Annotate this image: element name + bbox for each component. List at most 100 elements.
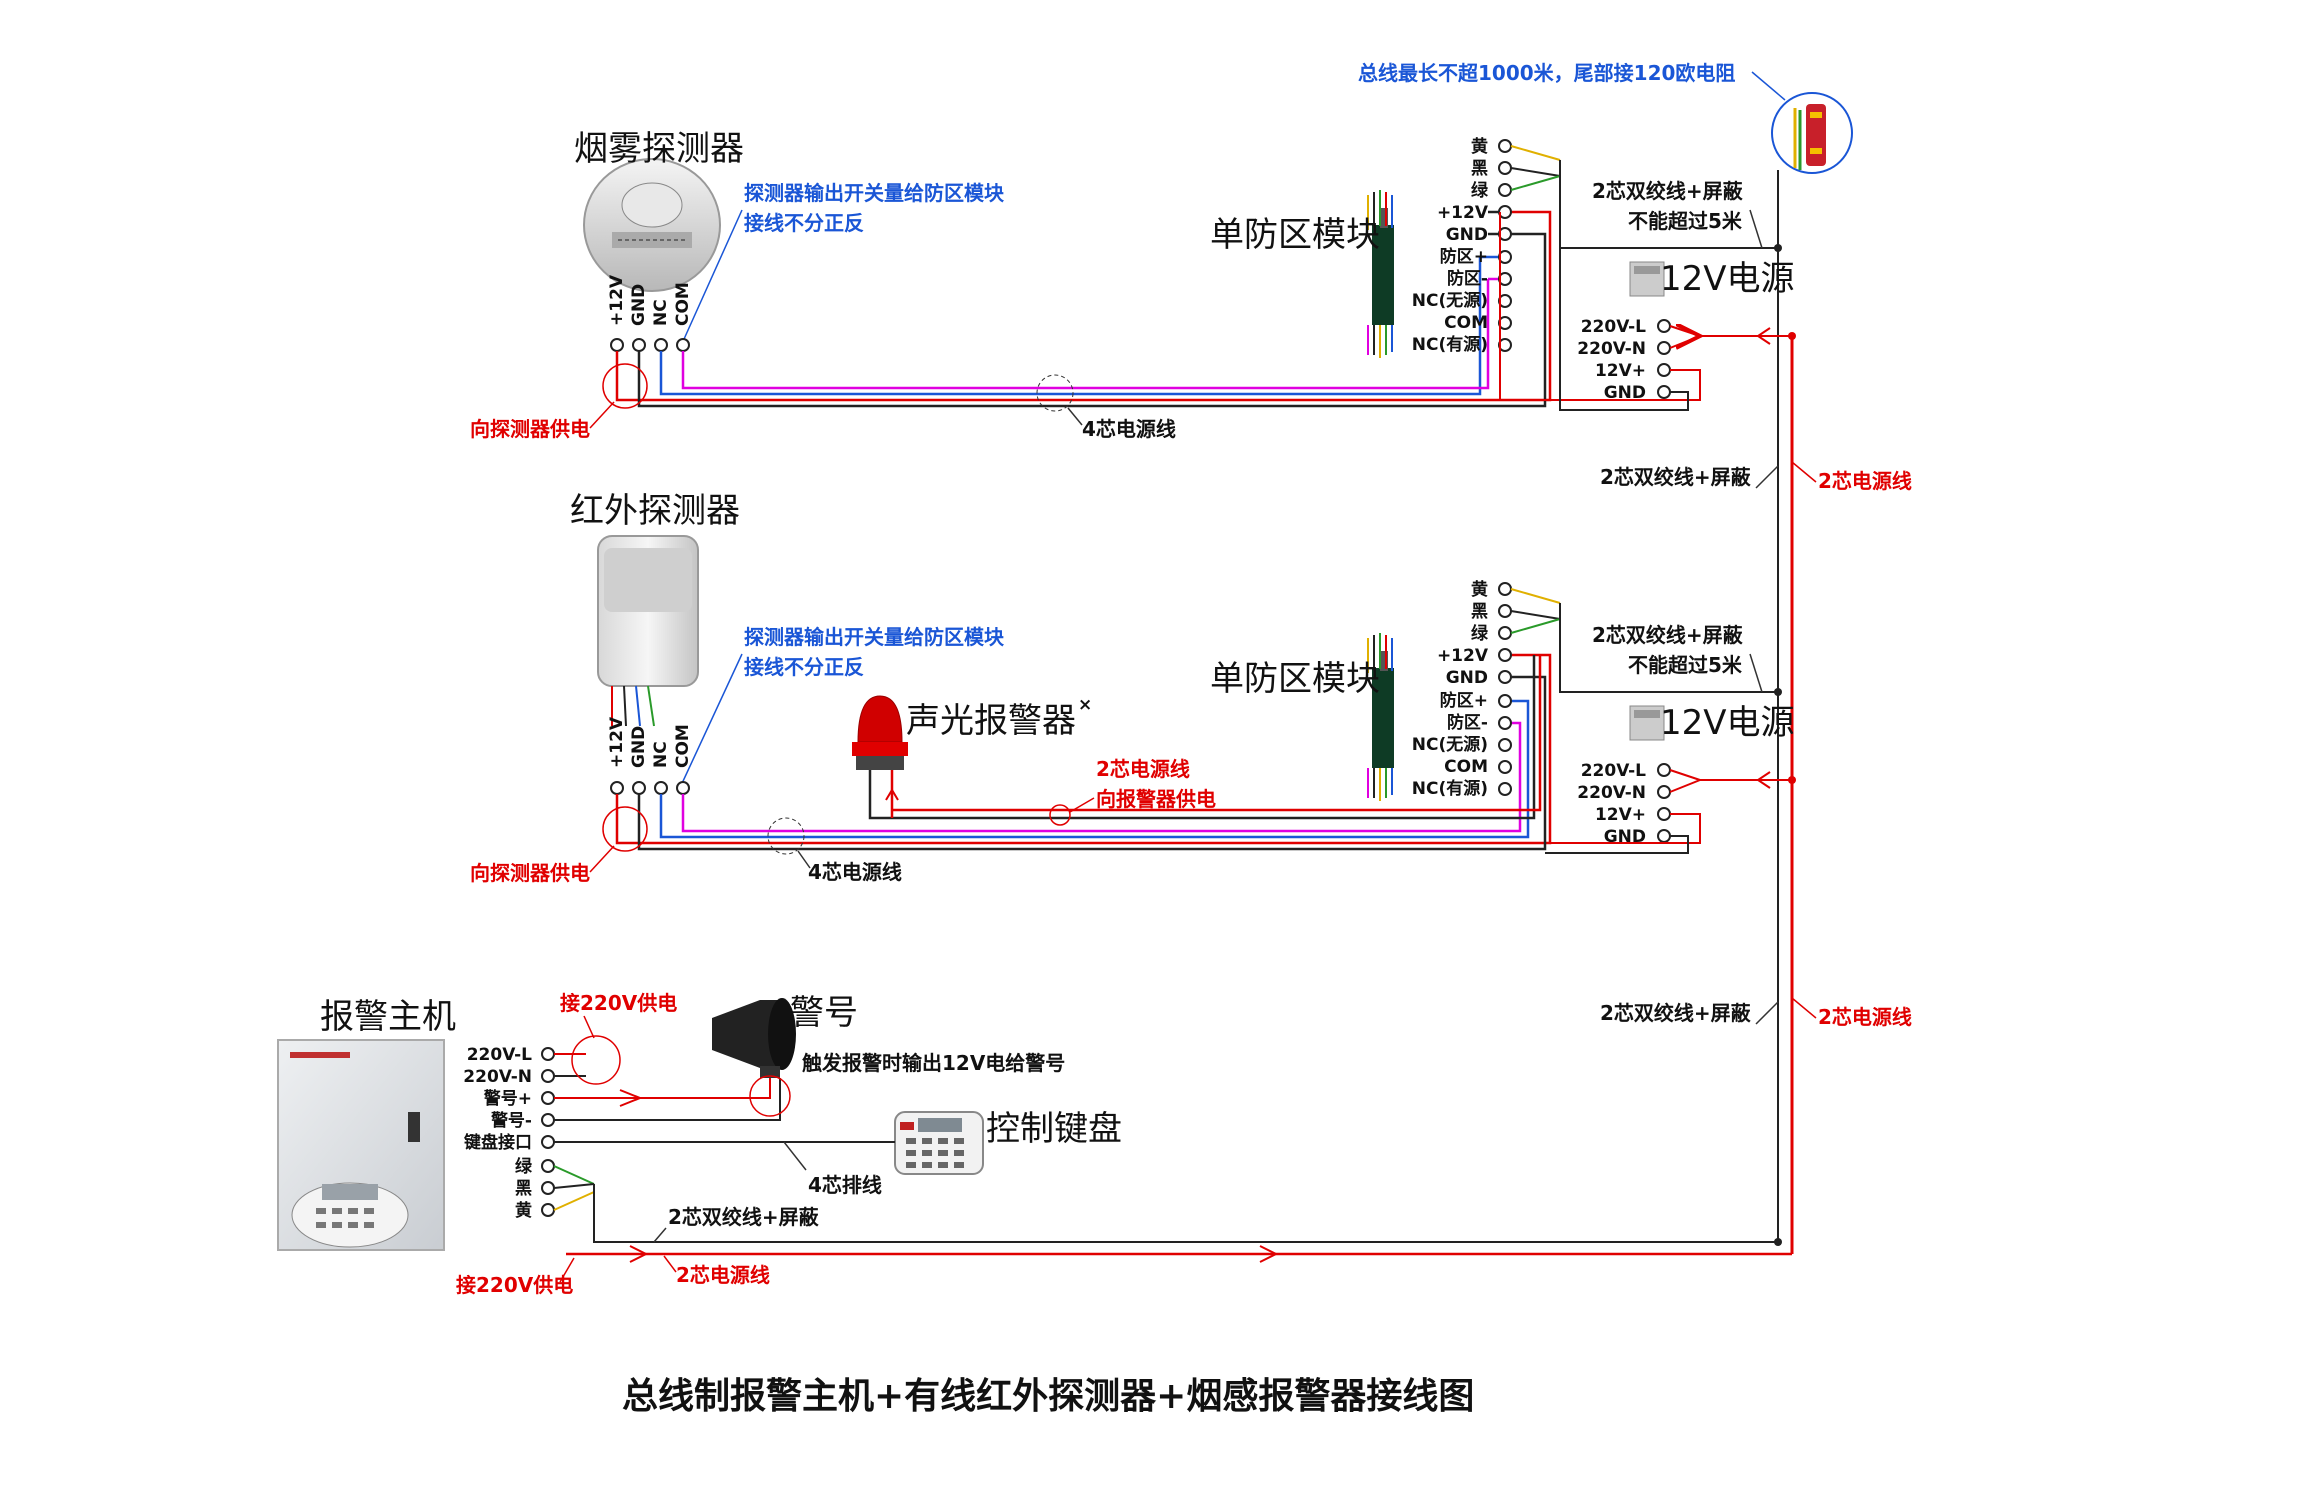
svg-text:防区-: 防区-	[1447, 712, 1488, 733]
svg-text:220V-L: 220V-L	[1581, 317, 1646, 337]
svg-text:12V+: 12V+	[1595, 805, 1646, 825]
svg-text:GND: GND	[629, 284, 649, 326]
pir-supply-label: 向探测器供电	[470, 861, 590, 885]
svg-text:220V-L: 220V-L	[467, 1045, 532, 1065]
svg-text:NC(有源): NC(有源)	[1412, 778, 1488, 799]
svg-text:防区-: 防区-	[1447, 268, 1488, 289]
strobe-label: 声光报警器	[906, 701, 1076, 741]
smoke-label: 烟雾探测器	[574, 129, 744, 169]
end-resistor-icon	[1771, 92, 1853, 174]
pir-terminals: +12V GND NC COM	[607, 716, 693, 795]
pir-cable	[615, 653, 1552, 851]
svg-text:黄: 黄	[515, 1200, 532, 1221]
strobe-supply-label: 向报警器供电	[1096, 787, 1216, 811]
alarm-host-icon	[277, 1039, 445, 1251]
max5-label-r1: 不能超过5米	[1628, 209, 1743, 233]
power-node	[1788, 332, 1796, 340]
svg-text:+12V: +12V	[607, 716, 627, 768]
host-power-bottom-label: 接220V供电	[456, 1273, 573, 1297]
max5-label-r2: 不能超过5米	[1628, 653, 1743, 677]
svg-text:220V-N: 220V-N	[1577, 783, 1646, 803]
psu-label-2: 12V电源	[1660, 703, 1795, 743]
zone-module-label: 单防区模块	[1210, 215, 1380, 255]
bus-node-2	[1774, 688, 1782, 696]
pir-detector-icon	[597, 535, 699, 727]
svg-text:220V-L: 220V-L	[1581, 761, 1646, 781]
svg-text:COM: COM	[1444, 313, 1488, 333]
keypad-label: 控制键盘	[986, 1109, 1122, 1149]
twisted-label-r2: 2芯双绞线+屏蔽	[1592, 623, 1744, 647]
smoke-supply-label: 向探测器供电	[470, 417, 590, 441]
svg-text:GND: GND	[1446, 225, 1488, 245]
psu-terminals-2: 220V-L 220V-N 12V+ GND	[1577, 761, 1671, 847]
zone-module-icon-2	[1367, 633, 1394, 801]
host-twisted-label: 2芯双绞线+屏蔽	[668, 1205, 820, 1229]
svg-text:绿: 绿	[1471, 623, 1489, 644]
svg-text:+12V: +12V	[1437, 203, 1489, 223]
siren-note: 触发报警时输出12V电给警号	[802, 1051, 1065, 1075]
smoke-note2: 接线不分正反	[744, 211, 864, 235]
pir-note1: 探测器输出开关量给防区模块	[744, 625, 1005, 649]
diagram-title: 总线制报警主机+有线红外探测器+烟感报警器接线图	[622, 1375, 1474, 1417]
svg-text:黑: 黑	[515, 1179, 532, 1199]
psu-ac-wires-2	[1545, 769, 1792, 854]
zone-module-terminals-2: 黄 黑 绿 +12V GND 防区+ 防区- NC(无源) COM NC(有源)	[1412, 579, 1512, 799]
svg-text:黄: 黄	[1471, 136, 1488, 157]
strobe-cable	[868, 655, 1542, 820]
strobe-cable-label: 2芯电源线	[1096, 757, 1190, 781]
twisted-label-mid1: 2芯双绞线+屏蔽	[1600, 465, 1752, 489]
svg-text:220V-N: 220V-N	[1577, 339, 1646, 359]
svg-text:GND: GND	[629, 726, 649, 768]
svg-text:警号+: 警号+	[483, 1088, 532, 1109]
alarm-host-label: 报警主机	[320, 997, 456, 1037]
host-power-wire	[566, 1245, 1792, 1263]
psu-ac-arrow	[1756, 327, 1771, 345]
svg-text:GND: GND	[1604, 383, 1646, 403]
power-node-2	[1788, 776, 1796, 784]
bus-note: 总线最长不超1000米，尾部接120欧电阻	[1358, 61, 1735, 85]
svg-text:防区+: 防区+	[1440, 690, 1488, 711]
psu-label: 12V电源	[1660, 259, 1795, 299]
pir-label: 红外探测器	[570, 491, 740, 531]
svg-text:防区+: 防区+	[1440, 246, 1488, 267]
power-label-mid2: 2芯电源线	[1818, 1005, 1912, 1029]
host-bus-wires	[553, 1165, 1778, 1243]
twisted-label-r1: 2芯双绞线+屏蔽	[1592, 179, 1744, 203]
keypad-icon	[894, 1111, 984, 1175]
psu-icon-2	[1629, 705, 1665, 741]
host-power-top-label: 接220V供电	[560, 991, 677, 1015]
zone-module-label-2: 单防区模块	[1210, 659, 1380, 699]
svg-text:+12V: +12V	[607, 274, 627, 326]
siren-wires	[554, 1075, 791, 1121]
smoke-cable	[615, 210, 1552, 408]
smoke-cable-label: 4芯电源线	[1082, 417, 1176, 441]
svg-text:黑: 黑	[1471, 602, 1488, 622]
svg-text:绿: 绿	[515, 1156, 533, 1177]
svg-text:NC: NC	[651, 741, 671, 768]
alarm-host-terminals: 220V-L 220V-N 警号+ 警号- 键盘接口 绿 黑 黄	[463, 1045, 555, 1221]
module-bus-wires-2	[1510, 588, 1778, 693]
svg-text:NC(无源): NC(无源)	[1412, 290, 1488, 311]
psu-terminals: 220V-L 220V-N 12V+ GND	[1577, 317, 1671, 403]
svg-text:COM: COM	[673, 282, 693, 326]
strobe-icon	[852, 695, 908, 770]
bus-node-host	[1774, 1238, 1782, 1246]
strobe-mark: ×	[1078, 695, 1092, 715]
smoke-note1: 探测器输出开关量给防区模块	[744, 181, 1005, 205]
svg-text:NC: NC	[651, 299, 671, 326]
svg-text:键盘接口: 键盘接口	[464, 1132, 532, 1153]
svg-text:220V-N: 220V-N	[463, 1067, 532, 1087]
host-ac-wires	[554, 1035, 621, 1085]
svg-text:黄: 黄	[1471, 579, 1488, 600]
psu-icon	[1629, 261, 1665, 297]
bus-node	[1774, 244, 1782, 252]
svg-text:12V+: 12V+	[1595, 361, 1646, 381]
svg-text:NC(有源): NC(有源)	[1412, 334, 1488, 355]
twisted-label-mid2: 2芯双绞线+屏蔽	[1600, 1001, 1752, 1025]
host-power-cable-label: 2芯电源线	[676, 1263, 770, 1287]
keypad-cable-label: 4芯排线	[808, 1173, 882, 1197]
svg-text:+12V: +12V	[1437, 646, 1489, 666]
pir-cable-label: 4芯电源线	[808, 860, 902, 884]
smoke-terminals: +12V GND NC COM	[607, 274, 693, 352]
